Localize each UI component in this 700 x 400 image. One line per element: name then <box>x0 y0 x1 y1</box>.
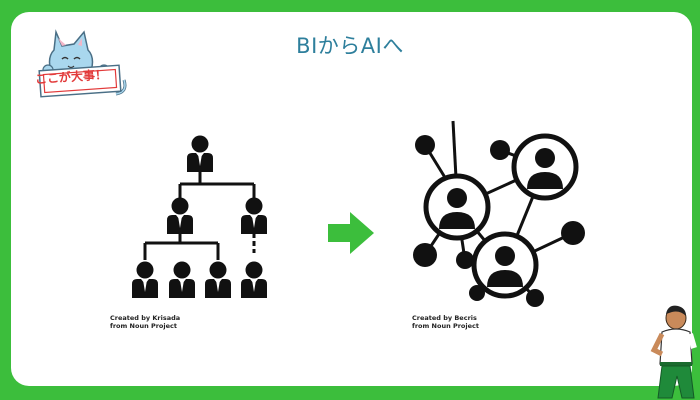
org-chart-icon <box>108 120 288 310</box>
right-credit-line1: Created by Becris <box>412 314 477 322</box>
slide-card <box>11 12 692 386</box>
right-icon-credit: Created by Becris from Noun Project <box>412 314 479 330</box>
left-credit-line2: from Noun Project <box>110 322 177 330</box>
presenter-icon <box>650 302 700 400</box>
cat-mascot-icon: ここが大事！ <box>18 22 136 118</box>
left-icon-credit: Created by Krisada from Noun Project <box>110 314 180 330</box>
right-arrow-icon <box>328 212 374 254</box>
left-credit-line1: Created by Krisada <box>110 314 181 322</box>
right-credit-line2: from Noun Project <box>412 322 479 330</box>
network-people-icon <box>405 115 610 310</box>
slide-title: BIからAIへ <box>296 34 404 58</box>
